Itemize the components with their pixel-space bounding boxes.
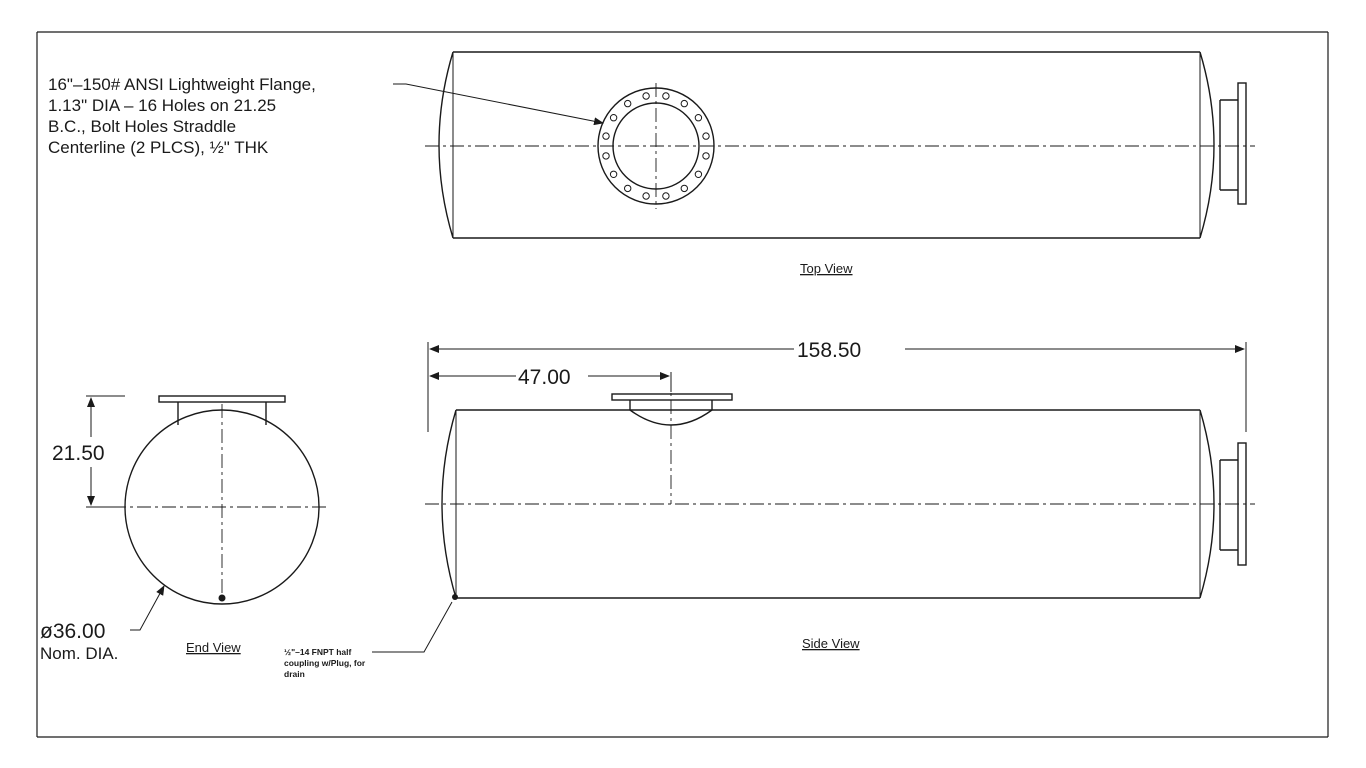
side-view [425, 375, 1255, 600]
bolt-hole [680, 184, 688, 193]
end-view-label: End View [186, 640, 241, 655]
bolt-hole [624, 99, 632, 108]
flange-leader-line [393, 83, 604, 126]
bolt-hole [680, 99, 688, 108]
drain-leader-line [372, 601, 453, 653]
nozzle-offset-dimension: 47.00 [429, 366, 672, 392]
side-view-drain [452, 594, 458, 600]
top-flange [597, 83, 715, 209]
diameter-callout: ø36.00 Nom. DIA. [40, 585, 165, 663]
bolt-hole [609, 170, 618, 179]
bolt-hole [662, 92, 670, 100]
nozzle-height-dimension: 21.50 [52, 395, 125, 508]
end-view-drain [218, 594, 226, 602]
flange-note-line-3: B.C., Bolt Holes Straddle [48, 117, 236, 136]
bolt-hole [662, 192, 670, 200]
flange-note-line-1: 16"–150# ANSI Lightweight Flange, [48, 75, 316, 94]
bolt-hole [642, 192, 650, 200]
bolt-hole [609, 114, 618, 122]
diameter-note: Nom. DIA. [40, 644, 118, 663]
flange-note-line-4: Centerline (2 PLCS), ½" THK [48, 138, 269, 157]
bolt-hole [602, 152, 610, 160]
side-view-label: Side View [802, 636, 860, 651]
overall-length-dimension: 158.50 [427, 339, 1247, 432]
bolt-hole [642, 92, 650, 100]
bolt-hole [602, 132, 610, 140]
bolt-hole [694, 114, 703, 122]
flange-bolt-holes [602, 92, 710, 200]
bolt-hole [702, 152, 710, 160]
drain-note-line-1: ½"–14 FNPT half [284, 647, 351, 657]
overall-length-value: 158.50 [797, 339, 861, 362]
flange-note: 16"–150# ANSI Lightweight Flange, 1.13" … [48, 75, 316, 157]
end-view [112, 395, 330, 605]
diameter-value: ø36.00 [40, 620, 105, 643]
drain-note-line-3: drain [284, 669, 305, 679]
drawing-border [36, 31, 1329, 738]
bolt-hole [702, 132, 710, 140]
nozzle-offset-value: 47.00 [518, 366, 571, 389]
drain-note: ½"–14 FNPT half coupling w/Plug, for dra… [284, 647, 366, 679]
top-view-label: Top View [800, 261, 853, 276]
drain-note-line-2: coupling w/Plug, for [284, 658, 366, 668]
bolt-hole [694, 170, 703, 179]
bolt-hole [624, 184, 632, 193]
flange-note-line-2: 1.13" DIA – 16 Holes on 21.25 [48, 96, 276, 115]
nozzle-height-value: 21.50 [52, 442, 105, 465]
top-view [425, 51, 1255, 239]
